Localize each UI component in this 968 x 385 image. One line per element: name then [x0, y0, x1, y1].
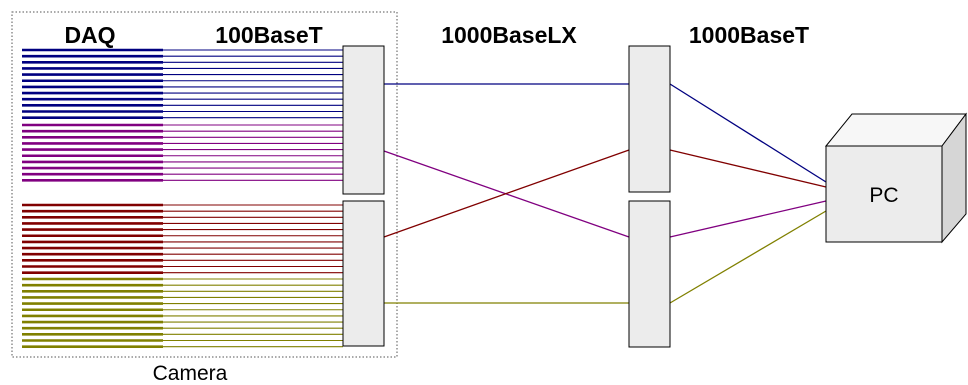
header-daq: DAQ	[64, 22, 115, 48]
pc-label: PC	[869, 184, 898, 207]
pc-cube: PC	[824, 112, 967, 244]
line-bundles	[22, 48, 343, 348]
link-red-lx	[383, 149, 630, 238]
camera-switch-top	[342, 45, 385, 195]
pc-front-face	[825, 145, 943, 243]
converter-bottom	[628, 200, 671, 348]
camera-enclosure	[11, 11, 398, 358]
links	[383, 83, 827, 304]
link-blue-pc	[669, 83, 827, 183]
header-1000baselx: 1000BaseLX	[441, 22, 577, 48]
camera-label: Camera	[153, 362, 228, 385]
camera-switch-bottom	[342, 200, 385, 347]
link-red-pc	[669, 149, 827, 188]
converter-top	[628, 45, 671, 193]
header-1000baset: 1000BaseT	[689, 22, 809, 48]
link-purple-pc	[669, 200, 827, 238]
header-100baset: 100BaseT	[215, 22, 322, 48]
link-olive-pc	[669, 210, 827, 304]
